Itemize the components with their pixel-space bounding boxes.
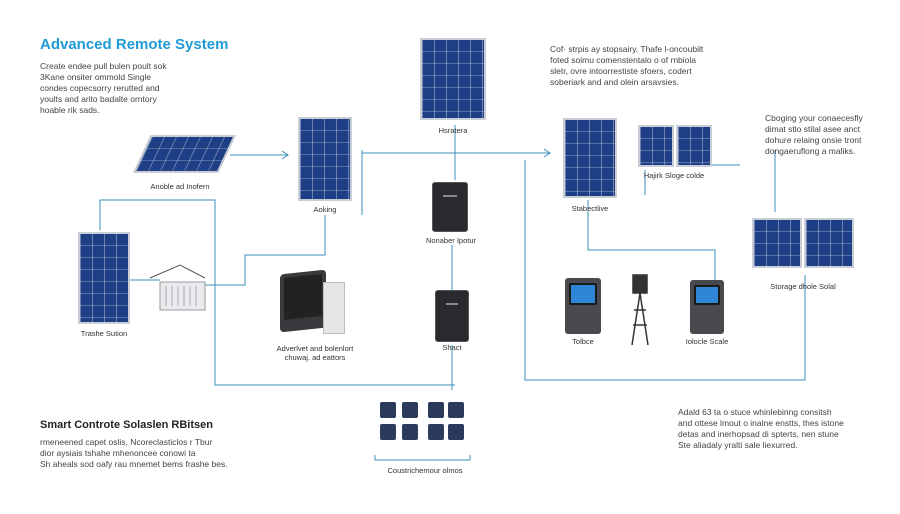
- solar-panel-top: [420, 38, 486, 120]
- monitor: [280, 269, 326, 333]
- intro-line: condes copecsorry rerutted and: [40, 83, 160, 93]
- panel-right-small-label: Hajirk Sloge colde: [643, 171, 705, 180]
- solar-panel-left: [78, 232, 130, 324]
- home-device-icon: [448, 424, 464, 440]
- devices-label: Coustrichemour olmos: [387, 466, 463, 475]
- intro-line: 3Kane onsiter ommold Single: [40, 72, 152, 82]
- solar-panel-right-center: [563, 118, 617, 198]
- note-line: detas and inerhopsad di spterts, nen stu…: [678, 429, 839, 439]
- panel-right-center-label: Stabectlive: [571, 204, 609, 213]
- note-line: Ste aliadaly yralti sale liexurred.: [678, 440, 798, 450]
- wire-right-controllers: [587, 200, 716, 280]
- panel-tilted-label: Anoble ad Inofern: [150, 182, 210, 191]
- controller-screen: [694, 285, 720, 305]
- home-device-icon: [380, 402, 396, 418]
- home-device-icon: [402, 424, 418, 440]
- solar-panel-right-small-a: [638, 125, 674, 167]
- device-grid: [380, 402, 470, 452]
- text-line: dior aysiais tshahe mhenoncee conowi ta: [40, 448, 196, 458]
- home-device-icon: [402, 402, 418, 418]
- monitor-side-unit: [323, 282, 345, 334]
- note-line: sletr, ovre intoorrestiste sfoers, coder…: [550, 66, 692, 76]
- wire: [374, 455, 471, 461]
- bottom-left-text: rmeneened capet oslis, Ncoreclasticlos r…: [40, 437, 240, 470]
- note-line: dohure relaing onsie tront: [765, 135, 862, 145]
- controller-right: [690, 280, 724, 334]
- intro-line: yoults and arito badalte orntory: [40, 94, 157, 104]
- intro-line: hoable rik sads.: [40, 105, 100, 115]
- monitor-label: Adverlvet and bolenlort chuwaj. ad eatto…: [276, 344, 354, 362]
- panel-top-label: Hsratera: [438, 126, 468, 135]
- note-line: dongaeruflong a maliks.: [765, 146, 856, 156]
- bottom-right-note: Adald 63 ta o stuce whinlebinng consitsh…: [678, 407, 878, 451]
- note-line: Adald 63 ta o stuce whinlebinng consitsh: [678, 407, 832, 417]
- page-title: Advanced Remote System: [40, 36, 229, 53]
- solar-panel-right-small-b: [676, 125, 712, 167]
- bottom-left-title: Smart Controte Solaslen RBitsen: [40, 419, 213, 431]
- inverter-bottom-label: Shact: [442, 343, 462, 352]
- intro-text: Create endee pull bulen poult sok 3Kane …: [40, 61, 190, 116]
- tower-icon: [631, 274, 649, 346]
- controller-screen: [569, 283, 597, 305]
- controller-left-label: Tolbce: [572, 337, 594, 346]
- right-note: Cboging your conaecesfly dimat stlo stil…: [765, 113, 895, 157]
- home-device-icon: [428, 424, 444, 440]
- solar-panel-far-right-a: [752, 218, 802, 268]
- battery-pack: [149, 264, 206, 311]
- home-device-icon: [448, 402, 464, 418]
- text-line: rmeneened capet oslis, Ncoreclasticlos r…: [40, 437, 213, 447]
- wire-center-to-battery: [205, 215, 326, 286]
- note-line: dimat stlo stilal asee anct: [765, 124, 860, 134]
- arrowhead: [543, 148, 551, 158]
- solar-panel-tilted: [133, 135, 236, 173]
- note-line: soberiark and and olein arsavsies.: [550, 77, 679, 87]
- home-device-icon: [428, 402, 444, 418]
- note-line: Cof· strpis ay stopsairy. Thafe l-oncoub…: [550, 44, 704, 54]
- arrowhead: [281, 150, 289, 160]
- top-right-note: Cof· strpis ay stopsairy. Thafe l-oncoub…: [550, 44, 730, 88]
- wire-left-loop: [99, 199, 455, 386]
- solar-panel-far-right-b: [804, 218, 854, 268]
- note-line: Cboging your conaecesfly: [765, 113, 863, 123]
- text-line: Sh aheals sod oafy rau mnemet bems frash…: [40, 459, 228, 469]
- panel-center-label: Aoking: [313, 205, 337, 214]
- controller-left: [565, 278, 601, 334]
- wire-right-loop: [524, 160, 806, 381]
- controller-right-label: Iolocle Scale: [685, 337, 729, 346]
- note-line: and ottese lmout o inalne enstts, thes i…: [678, 418, 844, 428]
- inverter-top: [432, 182, 468, 232]
- inverter-bottom: [435, 290, 469, 342]
- panel-left-label: Trashe Sution: [80, 329, 128, 338]
- note-line: foted soimu comenstentalo o of rnbiola: [550, 55, 697, 65]
- panel-far-right-label: Storage dhole Solal: [770, 282, 836, 291]
- home-device-icon: [380, 424, 396, 440]
- solar-panel-center: [298, 117, 352, 201]
- inverter-top-label: Nonaber Ipotur: [425, 236, 477, 245]
- intro-line: Create endee pull bulen poult sok: [40, 61, 167, 71]
